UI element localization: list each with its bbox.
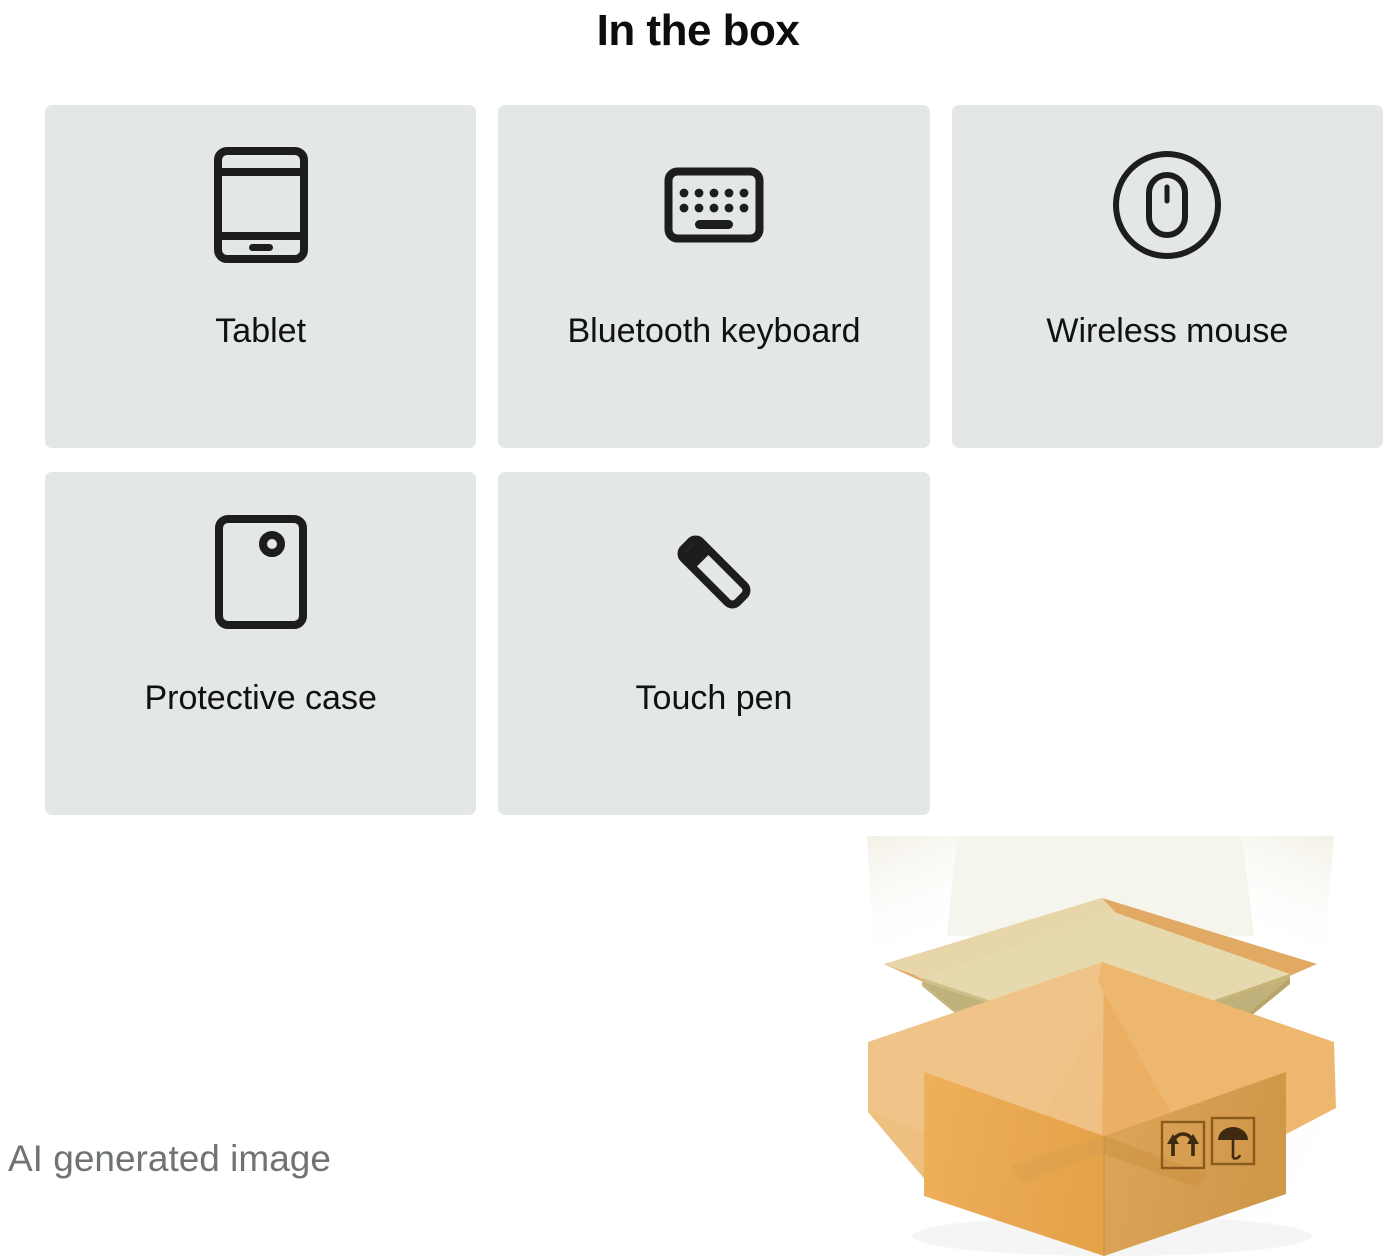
item-label: Touch pen [635,679,793,717]
in-the-box-grid: Tablet [45,105,1383,839]
item-card-tablet[interactable]: Tablet [45,105,477,448]
item-label: Bluetooth keyboard [567,312,861,350]
keep-dry-umbrella-icon [1210,1116,1256,1166]
grid-row-2: Protective case Touch pen [45,472,1383,815]
item-label: Protective case [144,679,377,717]
light-beam-group [867,836,1334,964]
item-label: Tablet [215,312,307,350]
item-card-bluetooth-keyboard[interactable]: Bluetooth keyboard [498,105,930,448]
pen-icon [498,472,929,672]
item-card-protective-case[interactable]: Protective case [45,472,477,815]
ai-generated-note: AI generated image [8,1138,331,1179]
grid-row-1: Tablet [45,105,1383,448]
page-title: In the box [596,6,800,55]
open-cardboard-box-illustration [862,836,1340,1256]
case-icon [45,472,476,672]
tablet-icon [45,105,476,305]
mouse-icon [952,105,1383,305]
grid-empty-cell [952,472,1383,815]
item-card-touch-pen[interactable]: Touch pen [498,472,930,815]
shipping-symbols [1160,1116,1256,1170]
item-label: Wireless mouse [1046,312,1289,350]
keyboard-icon [498,105,929,305]
item-card-wireless-mouse[interactable]: Wireless mouse [951,105,1383,448]
this-side-up-icon [1160,1120,1206,1170]
